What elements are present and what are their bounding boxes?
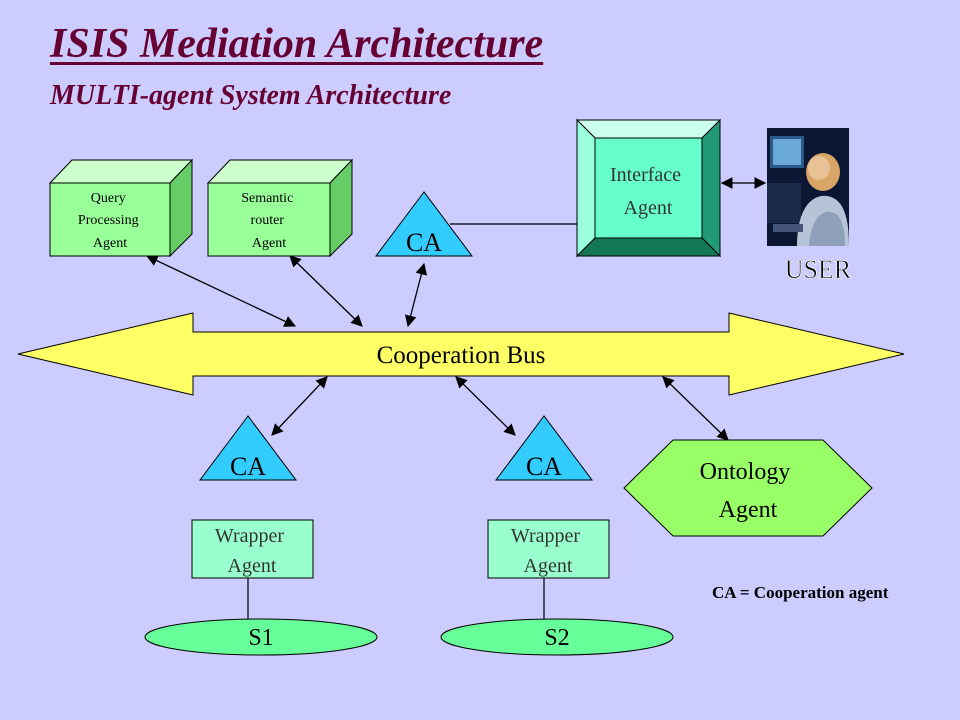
ca-triangle-left: CA bbox=[199, 415, 297, 481]
arrow-bus-ontology bbox=[662, 376, 729, 441]
svg-text:Ontology Agent: Ontology Agent bbox=[700, 459, 797, 523]
arrow-bus-ca-mid bbox=[455, 376, 516, 436]
svg-text:Semantic router Ag: Semantic router Agent bbox=[241, 191, 297, 251]
legend-text: CA = Cooperation agent bbox=[712, 583, 889, 602]
ontology-line-1: Ontology bbox=[700, 459, 791, 485]
source-s1: S1 bbox=[144, 618, 378, 656]
query-processing-agent: Query Processing Agent bbox=[48, 158, 194, 258]
interface-agent-line-1: Interface bbox=[610, 164, 681, 186]
cooperation-bus: Cooperation Bus bbox=[17, 312, 905, 396]
query-agent-line-3: Agent bbox=[93, 236, 127, 251]
s1-label: S1 bbox=[248, 625, 273, 651]
arrow-ca-bus bbox=[404, 262, 428, 328]
query-agent-line-1: Query bbox=[91, 191, 126, 206]
arrow-query-bus bbox=[145, 255, 297, 327]
router-agent-line-3: Agent bbox=[252, 236, 286, 251]
svg-text:Wrapper Agent: Wrapper Agent bbox=[215, 525, 289, 577]
interface-agent: Interface Agent bbox=[575, 118, 722, 258]
ca-triangle-top: CA bbox=[375, 191, 473, 257]
wrapper-agent-left: Wrapper Agent bbox=[191, 519, 314, 579]
ontology-agent: Ontology Agent bbox=[623, 439, 873, 537]
source-s2: S2 bbox=[440, 618, 674, 656]
wrapper-left-line-1: Wrapper bbox=[215, 525, 284, 547]
wrapper-mid-line-1: Wrapper bbox=[511, 525, 580, 547]
user-photo-icon bbox=[767, 128, 849, 246]
wrapper-left-line-2: Agent bbox=[228, 555, 277, 577]
wrapper-agent-mid: Wrapper Agent bbox=[487, 519, 610, 579]
router-agent-line-2: router bbox=[251, 213, 285, 228]
arrow-bus-ca-left bbox=[271, 376, 328, 436]
s2-label: S2 bbox=[544, 625, 569, 651]
svg-text:Interface Agent: Interface Agent bbox=[610, 164, 686, 219]
svg-text:Query Processing A: Query Processing Agent bbox=[78, 191, 142, 251]
interface-agent-line-2: Agent bbox=[624, 197, 673, 219]
svg-text:Wrapper Agent: Wrapper Agent bbox=[511, 525, 585, 577]
ca-triangle-mid: CA bbox=[495, 415, 593, 481]
user-label: USER bbox=[785, 255, 852, 284]
connector-lines bbox=[247, 223, 577, 619]
wrapper-mid-line-2: Agent bbox=[524, 555, 573, 577]
page-title: ISIS Mediation Architecture bbox=[50, 21, 544, 67]
page-subtitle: MULTI-agent System Architecture bbox=[50, 80, 452, 111]
ca-mid-label: CA bbox=[526, 452, 562, 481]
ontology-line-2: Agent bbox=[719, 497, 778, 523]
connector-arrows bbox=[145, 177, 767, 441]
ca-top-label: CA bbox=[406, 228, 442, 257]
ca-left-label: CA bbox=[230, 452, 266, 481]
arrow-router-bus bbox=[289, 255, 363, 327]
router-agent-line-1: Semantic bbox=[241, 191, 293, 206]
bus-label: Cooperation Bus bbox=[377, 342, 546, 369]
query-agent-line-2: Processing bbox=[78, 213, 139, 228]
semantic-router-agent: Semantic router Agent bbox=[206, 158, 354, 258]
